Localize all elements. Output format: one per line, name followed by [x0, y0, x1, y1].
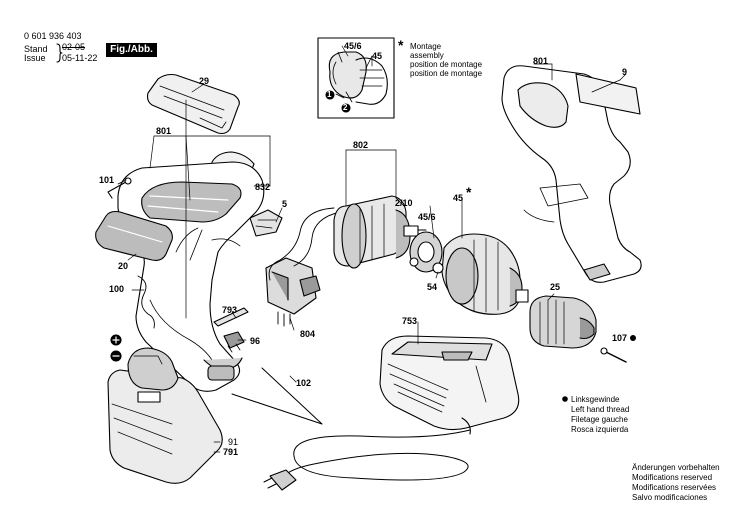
issue-date: 05-11-22 [62, 53, 98, 63]
part-107-screw [605, 351, 627, 363]
legend-line-2: Left hand thread [571, 405, 630, 414]
part-101-screw [107, 181, 127, 199]
inset-line-3: position de montage [410, 60, 483, 69]
part-54-screw [432, 262, 444, 274]
stand-label: Stand [24, 44, 48, 54]
part-753-charger [379, 335, 520, 435]
label-102: 102 [296, 378, 312, 388]
label-91: 91 [228, 437, 239, 447]
legend-line-3: Filetage gauche [571, 415, 628, 424]
housing-half-right [501, 65, 642, 283]
label-45-6: 45/6 [418, 212, 436, 222]
footer-line-2: Modifications reserved [632, 473, 713, 482]
label-9: 9 [622, 67, 628, 77]
part-100-spring [137, 275, 155, 329]
inset-line-4: position de montage [410, 69, 483, 78]
label-45: 45 [453, 193, 464, 203]
label-832: 832 [255, 182, 271, 192]
label-20: 20 [118, 261, 129, 271]
label-801-right: 801 [533, 56, 549, 66]
part-96-button [223, 331, 245, 349]
inset-line-2: assembly [410, 51, 444, 60]
label-753: 753 [402, 316, 418, 326]
part-20-pad [95, 210, 173, 261]
part-29-clip [146, 73, 240, 135]
inset-label-45: 45 [372, 51, 383, 61]
part-number: 0 601 936 403 [24, 31, 82, 41]
label-804: 804 [300, 329, 316, 339]
part-25-chuck [529, 295, 597, 349]
label-802: 802 [353, 140, 369, 150]
housing-half-left [117, 161, 265, 392]
inset-line-1: Montage [410, 42, 442, 51]
inset-label-45-6: 45/6 [344, 41, 362, 51]
label-2-10: 2/10 [395, 198, 413, 208]
legend-line-1: Linksgewinde [571, 395, 620, 404]
inset-frame [317, 37, 395, 119]
issue-label: Issue [24, 53, 46, 63]
inset-label-2: 2 [343, 103, 348, 112]
part-102-hook [231, 367, 323, 425]
label-107: 107 [612, 333, 628, 343]
label-791: 791 [223, 447, 239, 457]
footer-line-4: Salvo modificaciones [632, 493, 708, 502]
part-802-motor [333, 195, 427, 269]
label-29: 29 [199, 76, 210, 86]
part-791-battery [107, 347, 223, 484]
label-101: 101 [99, 175, 115, 185]
footer-line-3: Modifications reservées [632, 483, 717, 492]
power-plug [269, 469, 297, 491]
label-801-left: 801 [156, 126, 172, 136]
date-brace [56, 43, 63, 63]
part-804-switch [265, 257, 321, 327]
label-54: 54 [427, 282, 438, 292]
power-cord [281, 429, 471, 489]
label-5: 5 [282, 199, 288, 209]
part-793-slider [213, 307, 249, 327]
legend-line-4: Rosca izquierda [571, 425, 629, 434]
inset-marker: * [398, 37, 404, 53]
inset-label-1: 1 [327, 90, 332, 99]
label-793: 793 [222, 305, 238, 315]
figure-badge: Fig./Abb. 1 [106, 43, 157, 69]
label-100: 100 [109, 284, 125, 294]
part-9-label [575, 73, 641, 115]
stand-date: 02-05 [62, 42, 86, 52]
part-45-6-ring [409, 231, 443, 273]
label-25: 25 [550, 282, 561, 292]
footer-line-1: Änderungen vorbehalten [632, 463, 720, 472]
label-96: 96 [250, 336, 261, 346]
part-45-gearbox [441, 233, 529, 315]
label-45-marker: * [466, 184, 472, 200]
part-5-clip [249, 209, 283, 237]
inset-motor-drawing [325, 51, 388, 113]
